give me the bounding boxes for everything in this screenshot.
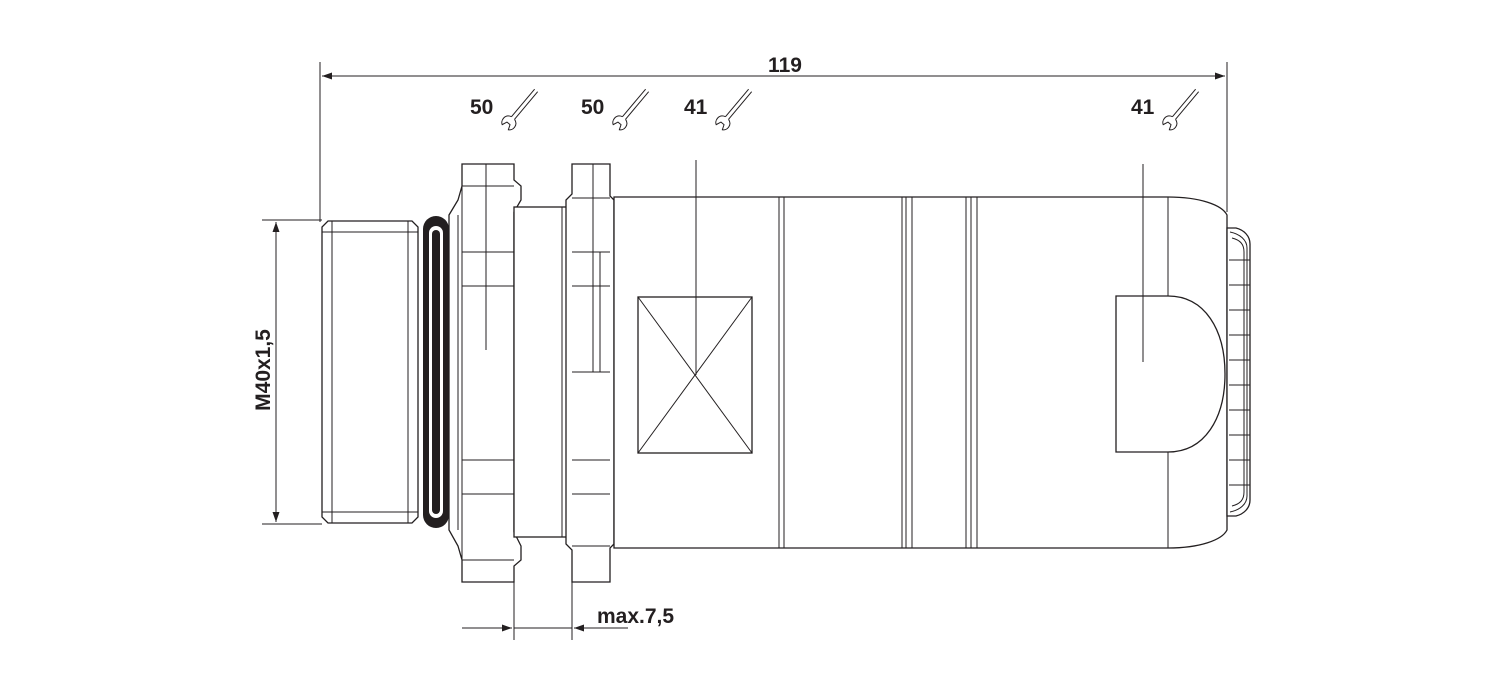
panel-gap xyxy=(513,206,573,538)
lock-nut xyxy=(448,163,522,583)
wrench-label-locknut: 50 xyxy=(470,88,539,131)
wrench-label-body: 41 xyxy=(684,88,753,131)
connector-body xyxy=(321,160,1251,583)
wrench-icon xyxy=(1162,88,1200,131)
wrench-size-labels: 50 50 41 41 xyxy=(470,88,1200,131)
wrench-icon xyxy=(715,88,753,131)
main-housing xyxy=(613,160,1228,549)
panel-thickness-label: max.7,5 xyxy=(597,605,674,628)
wrench-icon xyxy=(612,88,650,131)
wrench-label-cap: 41 xyxy=(1131,88,1200,131)
knurled-cap xyxy=(1226,227,1251,517)
overall-length-label: 119 xyxy=(768,54,802,77)
svg-text:41: 41 xyxy=(1131,96,1155,119)
wrench-label-flange: 50 xyxy=(581,88,650,131)
cap-flat xyxy=(1115,295,1226,453)
wrench-icon xyxy=(501,88,539,131)
thread-size-label: M40x1,5 xyxy=(252,329,275,411)
svg-text:50: 50 xyxy=(470,96,493,119)
threaded-section xyxy=(321,220,419,524)
svg-text:41: 41 xyxy=(684,96,708,119)
thread-dimension: M40x1,5 xyxy=(252,219,322,525)
svg-text:50: 50 xyxy=(581,96,604,119)
o-ring xyxy=(423,216,449,528)
panel-thickness-dimension: max.7,5 xyxy=(462,560,674,640)
flange-nut xyxy=(565,163,615,583)
overall-length-dimension: 119 xyxy=(319,54,1228,222)
wrench-flat-area xyxy=(637,296,753,454)
